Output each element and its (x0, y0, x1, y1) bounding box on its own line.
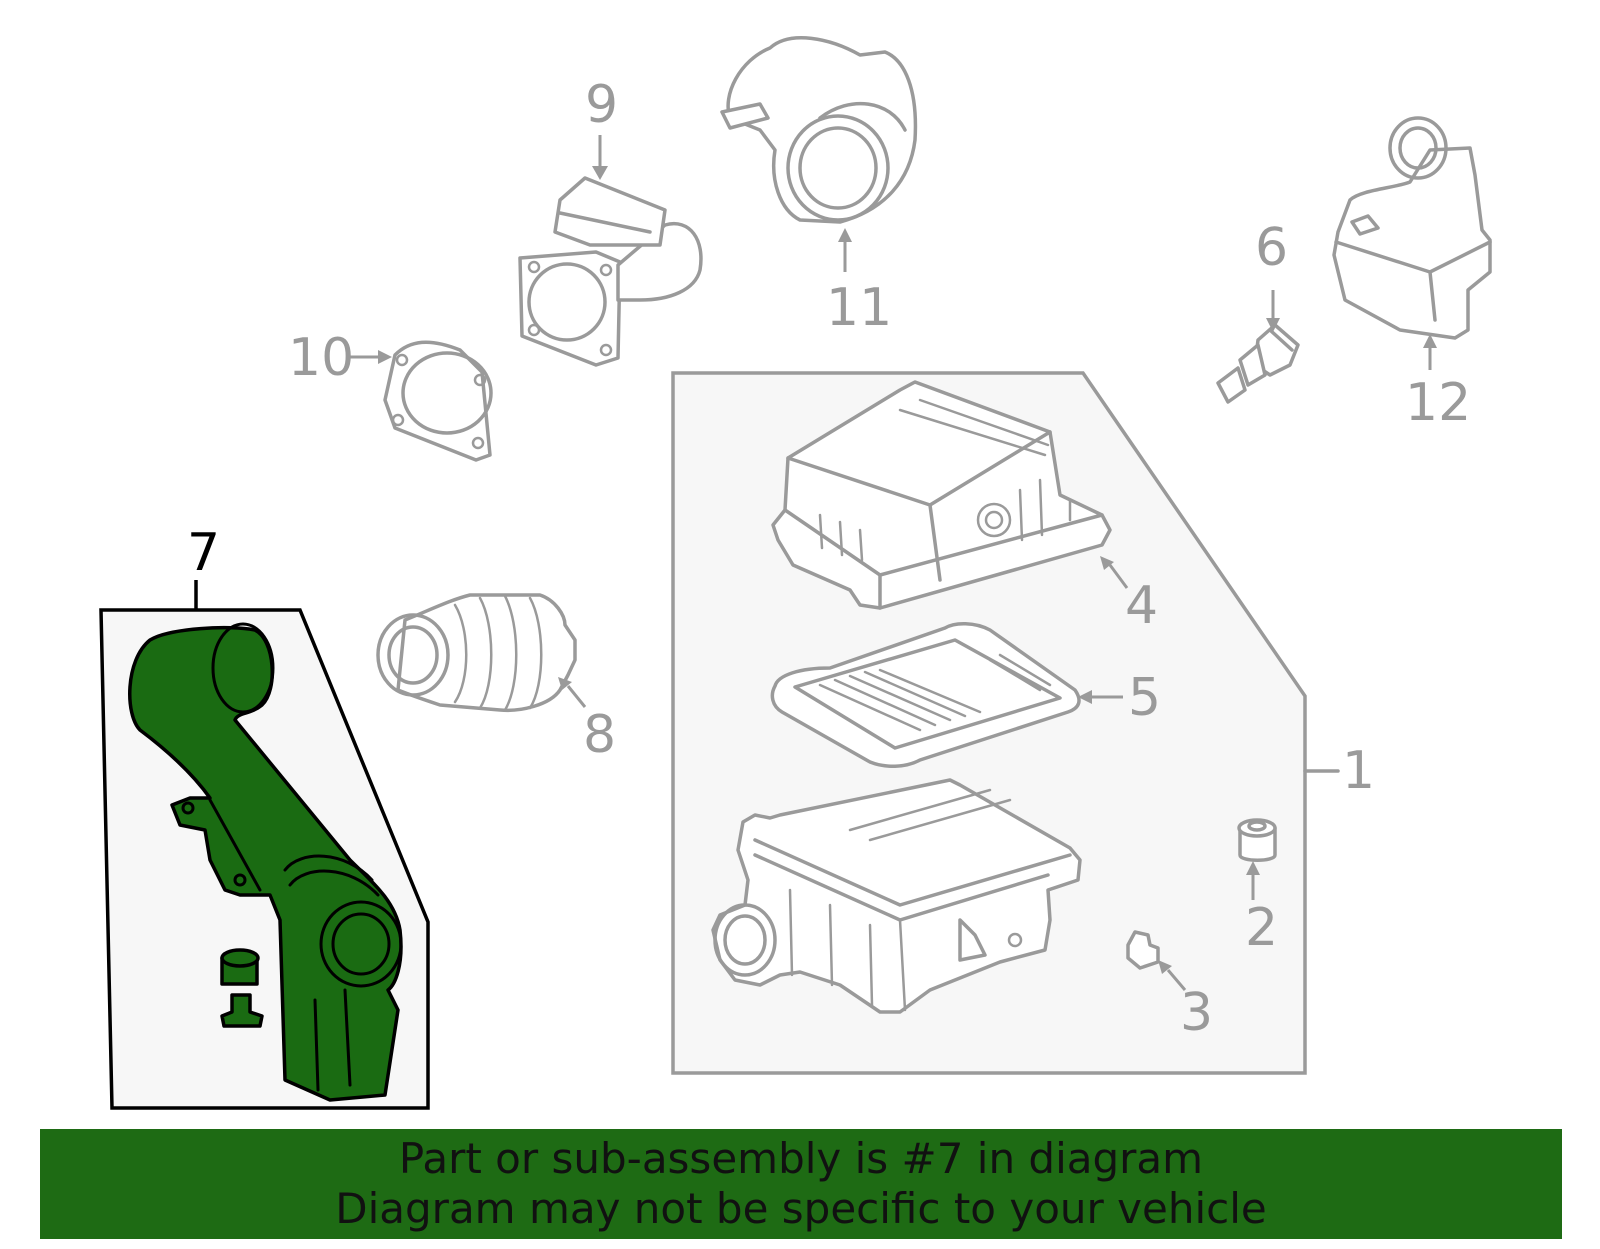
part-10-gasket (383, 340, 493, 462)
callout-11: 11 (826, 278, 892, 338)
callout-1: 1 (1342, 741, 1375, 801)
part-7-air-intake-duct (128, 622, 403, 1102)
part-12-resonator (1332, 116, 1492, 340)
callout-10: 10 (288, 328, 354, 388)
callout-3: 3 (1180, 983, 1213, 1043)
part-1-air-cleaner-case (711, 778, 1082, 1014)
banner-line-2: Diagram may not be specific to your vehi… (335, 1184, 1267, 1233)
part-3-clip (1126, 930, 1160, 970)
callout-arrows (348, 135, 1437, 991)
banner-line-1: Part or sub-assembly is #7 in diagram (398, 1134, 1204, 1183)
callout-9: 9 (585, 75, 618, 135)
part-6-temperature-sensor (1216, 323, 1300, 404)
part-11-intake-connector (720, 36, 918, 224)
callout-6: 6 (1255, 218, 1288, 278)
part-8-intake-hose (376, 593, 577, 713)
info-banner: Part or sub-assembly is #7 in diagram Di… (40, 1129, 1562, 1239)
callout-5: 5 (1128, 668, 1161, 728)
callout-12: 12 (1405, 373, 1471, 433)
callout-8: 8 (583, 705, 616, 765)
callout-4: 4 (1125, 576, 1158, 636)
part-9-air-flow-meter (518, 176, 703, 367)
callout-2: 2 (1245, 898, 1278, 958)
part-2-grommet (1237, 818, 1277, 862)
part-4-upper-cover (771, 380, 1112, 610)
part-5-filter-element (770, 622, 1081, 768)
callout-7: 7 (187, 523, 220, 583)
